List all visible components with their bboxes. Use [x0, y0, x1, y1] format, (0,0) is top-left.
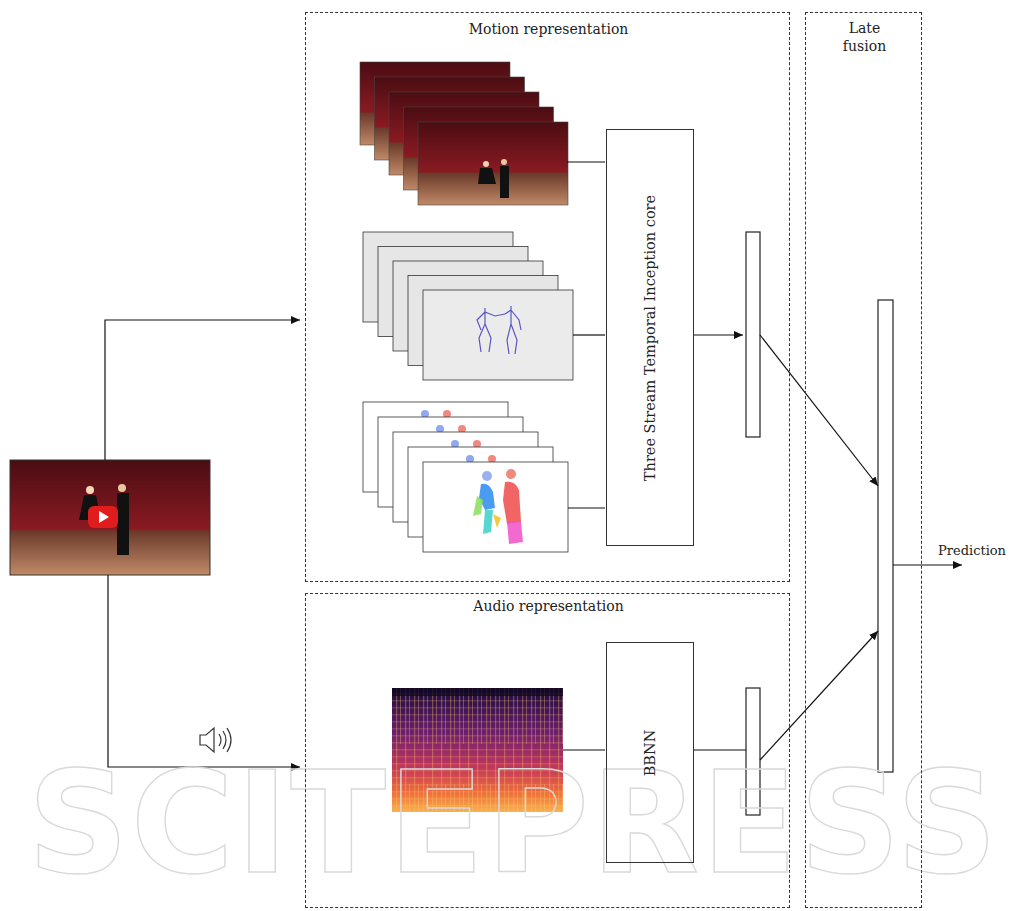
fusion-region: Late fusion [805, 12, 922, 908]
output-label: Prediction [938, 543, 1006, 558]
module-label: Three Stream Temporal Inception core [642, 194, 658, 480]
input-arrow [105, 320, 300, 767]
region-title: Audio representation [473, 598, 623, 614]
feature-vector [746, 232, 893, 815]
input-video [10, 460, 210, 575]
module-label: BBNN [642, 729, 658, 776]
pose-frame-stack [363, 232, 573, 380]
core-box: Three Stream Temporal Inception core [606, 129, 694, 546]
bbnn-box: BBNN [606, 642, 694, 863]
region-title: Motion representation [469, 21, 629, 37]
stream-link [567, 162, 605, 508]
region-title: Late fusion [834, 19, 896, 55]
motion-region: Motion representationThree Stream Tempor… [305, 12, 790, 582]
heatmap-frame-stack [363, 402, 568, 552]
rgb-frame-stack [360, 62, 568, 205]
audio-region: Audio representationBBNN [305, 593, 790, 908]
watermark: SCITEPRESS [28, 742, 1000, 905]
